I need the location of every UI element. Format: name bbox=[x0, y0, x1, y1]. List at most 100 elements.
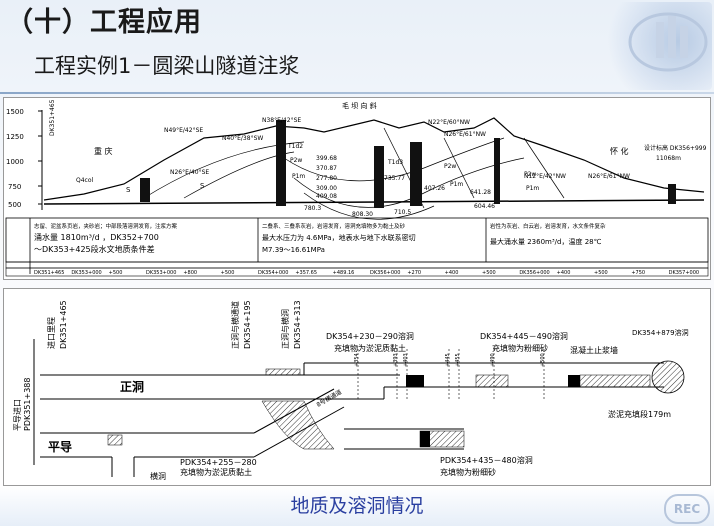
desc-text: 岩性为灰岩、白云岩，岩溶发育，水文条件复杂 bbox=[490, 222, 606, 230]
cavity-value: 808.30 bbox=[352, 211, 373, 218]
cavity-value: 309.00 bbox=[316, 185, 337, 192]
profile-drawing: 1500 1250 1000 750 500 毛 坝 向 斜 DK351+465 bbox=[5, 99, 709, 277]
fault-zone bbox=[374, 146, 384, 208]
cave-label: PDK354+435－480溶洞 bbox=[440, 455, 533, 465]
cave-label: DK354+230－290溶洞 bbox=[326, 331, 414, 341]
cave-label: PDK354+255－280 bbox=[180, 458, 257, 467]
station-label: +357.65 bbox=[295, 270, 317, 276]
cave-fill: 充填物为淤泥质黏土 bbox=[334, 343, 406, 353]
cross-passage-station: DK354+195 bbox=[243, 300, 252, 349]
cavity-value: 604.46 bbox=[474, 203, 495, 210]
mud-fill-label: 淤泥充填段179m bbox=[608, 409, 671, 419]
cave-label: DK354+445－490溶洞 bbox=[480, 331, 568, 341]
fault-label: N38°E/42°SE bbox=[262, 117, 301, 124]
desc-text: 最大涌水量 2360m³/d，温度 28℃ bbox=[490, 237, 602, 246]
station-label: DK353+000 bbox=[146, 270, 176, 276]
geological-profile: 1500 1250 1000 750 500 毛 坝 向 斜 DK351+465 bbox=[3, 97, 711, 280]
profile-title: 毛 坝 向 斜 bbox=[342, 101, 377, 110]
station-label: +500 bbox=[109, 270, 123, 276]
left-vertical-note: DK351+465 bbox=[49, 99, 56, 136]
slide-caption: 地质及溶洞情况 bbox=[290, 495, 424, 517]
plan-drawing: 正洞 平导 横洞 进口里程 DK351+465 平导进口 PDK351+388 … bbox=[13, 300, 689, 481]
stratum-label: P2w bbox=[524, 171, 536, 178]
main-tunnel-label: 正洞 bbox=[120, 380, 144, 394]
elevation-label: 750 bbox=[8, 183, 21, 191]
company-logo bbox=[598, 2, 712, 90]
mark-label: +403 bbox=[403, 353, 409, 367]
desc-text: ～DK353+425段水文地质条件差 bbox=[34, 244, 155, 254]
stratum-label: Q4col bbox=[76, 177, 94, 184]
tunnel-plan: 正洞 平导 横洞 进口里程 DK351+465 平导进口 PDK351+388 … bbox=[3, 288, 711, 486]
cross-passage-label: 正洞与横洞 bbox=[280, 309, 290, 349]
entrance-parallel-label: 平导进口 bbox=[13, 399, 22, 431]
station-label: +800 bbox=[183, 270, 197, 276]
entrance-main-label: 进口里程 bbox=[47, 317, 56, 349]
stratum-label: P2w bbox=[290, 157, 302, 164]
fault-label: N22°E/60°NW bbox=[428, 119, 470, 126]
cross-passage-label: 正洞与横通道 bbox=[230, 301, 240, 349]
stratum-label: P1m bbox=[292, 173, 305, 180]
station-label: DK356+000 bbox=[519, 270, 549, 276]
fault-zone bbox=[410, 142, 422, 206]
place-left: 重 庆 bbox=[94, 146, 113, 156]
cavity-value: 277.80 bbox=[316, 175, 337, 182]
station-label: +489.16 bbox=[333, 270, 355, 276]
corner-logo: REC bbox=[664, 494, 710, 524]
desc-text: 最大水压力为 4.6MPa，地表水与地下水联系密切 bbox=[262, 233, 416, 242]
cavity-value: 641.28 bbox=[470, 189, 491, 196]
cavity-value: 780.3 bbox=[304, 205, 321, 212]
cavity-value: 409.08 bbox=[316, 193, 337, 200]
diagonal-label: 8号横通道 bbox=[315, 388, 343, 409]
cavity-value: 407.26 bbox=[424, 185, 445, 192]
cavity-value: 735.77 bbox=[384, 175, 405, 182]
station-label: DK354+000 bbox=[258, 270, 288, 276]
fault-zone bbox=[494, 138, 500, 204]
footer-bar bbox=[0, 486, 714, 526]
slide-heading: （十）工程应用 bbox=[6, 7, 202, 38]
place-right: 怀 化 bbox=[610, 146, 629, 156]
cave-label: DK354+879溶洞 bbox=[632, 328, 689, 337]
mark-label: +490 bbox=[490, 353, 496, 367]
grout-plug bbox=[420, 431, 430, 447]
stratum-label: T1d3 bbox=[387, 159, 403, 166]
station-label: +500 bbox=[221, 270, 235, 276]
station-label: +400 bbox=[557, 270, 571, 276]
desc-text: 二叠系、三叠系灰岩，岩溶发育，溶洞充填物多为黏土及砂 bbox=[262, 222, 406, 230]
station-label: DK356+000 bbox=[370, 270, 400, 276]
fault-zone bbox=[276, 120, 286, 206]
mark-label: +500 bbox=[540, 353, 546, 367]
cave-hatch bbox=[475, 374, 509, 388]
cavity-value: 710.5 bbox=[394, 209, 411, 216]
grout-plug bbox=[406, 375, 424, 387]
station-label: DK357+000 bbox=[669, 270, 699, 276]
stratum-label: S bbox=[126, 186, 131, 194]
right-note: 11068m bbox=[656, 155, 681, 162]
mark-label: +354 bbox=[354, 353, 360, 367]
desc-text: M7.39～16.61MPa bbox=[262, 246, 325, 254]
station-label: DK353+000 bbox=[71, 270, 101, 276]
title-divider bbox=[0, 92, 714, 94]
cross-passage-station: DK354+313 bbox=[293, 300, 302, 349]
desc-text: 志留、泥盆系页岩，夹砂岩；中部段落溶洞发育，注浆方案 bbox=[34, 222, 178, 230]
station-label: +270 bbox=[407, 270, 421, 276]
cave-hatch bbox=[265, 368, 301, 376]
stratum-label: P1m bbox=[450, 181, 463, 188]
slide-subheading: 工程实例1－圆梁山隧道注浆 bbox=[34, 54, 300, 78]
cavity-value: 399.68 bbox=[316, 155, 337, 162]
cavity-value: 370.87 bbox=[316, 165, 337, 172]
desc-text: 涌水量 1810m³/d ，DK352+700 bbox=[34, 232, 159, 242]
cave-hatch bbox=[107, 434, 123, 446]
mark-label: +393 bbox=[393, 353, 399, 367]
entrance-main-station: DK351+465 bbox=[59, 300, 68, 349]
station-label: +500 bbox=[482, 270, 496, 276]
mark-label: +455 bbox=[455, 353, 461, 367]
elevation-label: 1500 bbox=[6, 108, 24, 116]
stratum-label: P1m bbox=[526, 185, 539, 192]
stratum-label: P2w bbox=[444, 163, 456, 170]
fault-label: N12°E/42°NW bbox=[524, 173, 566, 180]
elevation-label: 1000 bbox=[6, 158, 24, 166]
fault-label: N26°E/61°NW bbox=[588, 173, 630, 180]
station-label: +500 bbox=[594, 270, 608, 276]
cavity-block bbox=[668, 184, 676, 204]
